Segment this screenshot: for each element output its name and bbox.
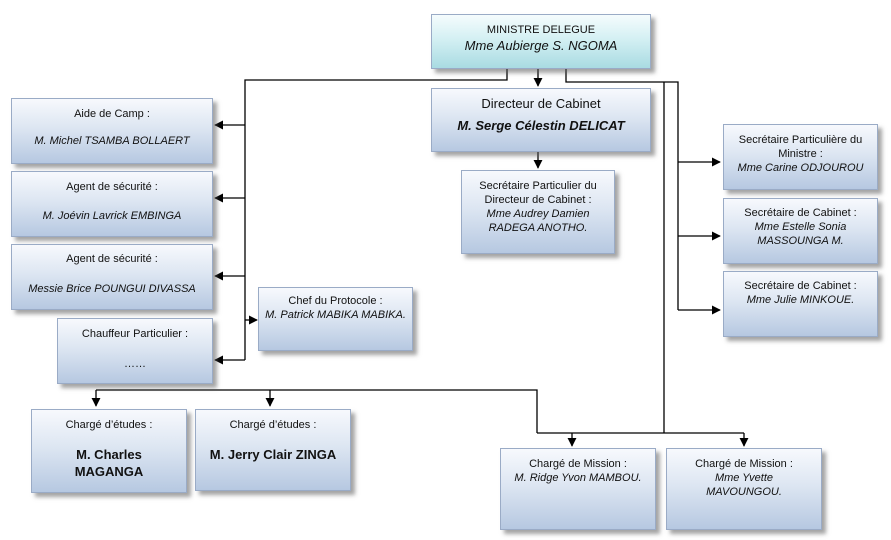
protocole-title: Chef du Protocole : xyxy=(288,295,383,307)
agent1-name: M. Joévin Lavrick EMBINGA xyxy=(42,210,182,222)
minister-title: MINISTRE DELEGUE xyxy=(486,24,596,36)
agent2-box: Agent de sécurité : Messie Brice POUNGUI… xyxy=(11,244,213,310)
agent1-box: Agent de sécurité : M. Joévin Lavrick EM… xyxy=(11,171,213,237)
sec-min-box: Secrétaire Particulière du Ministre : Mm… xyxy=(723,124,878,190)
sec-cab1-box: Secrétaire de Cabinet : Mme Estelle Soni… xyxy=(723,198,878,264)
line-minister-left-spine xyxy=(244,69,508,360)
line-etudes-branch xyxy=(96,389,538,433)
etudes2-title: Chargé d’études : xyxy=(229,419,317,431)
agent2-name: Messie Brice POUNGUI DIVASSA xyxy=(28,283,196,295)
minister-box: MINISTRE DELEGUE Mme Aubierge S. NGOMA xyxy=(431,14,651,69)
protocole-box: Chef du Protocole : M. Patrick MABIKA MA… xyxy=(258,287,413,351)
mission1-title: Chargé de Mission : xyxy=(529,458,627,470)
sec-cab1-name: Mme Estelle Sonia MASSOUNGA M. xyxy=(754,221,847,247)
etudes1-name: M. Charles MAGANGA xyxy=(74,447,144,479)
mission1-name: M. Ridge Yvon MAMBOU. xyxy=(514,472,642,484)
directeur-title: Directeur de Cabinet xyxy=(481,96,601,111)
line-minister-right-spine xyxy=(565,69,679,310)
minister-name: Mme Aubierge S. NGOMA xyxy=(464,38,618,53)
chauffeur-title: Chauffeur Particulier : xyxy=(81,328,189,340)
aide-box: Aide de Camp : M. Michel TSAMBA BOLLAERT xyxy=(11,98,213,164)
aide-title: Aide de Camp : xyxy=(74,108,150,120)
directeur-name: M. Serge Célestin DELICAT xyxy=(457,118,625,133)
sec-cab2-title: Secrétaire de Cabinet : xyxy=(744,280,857,292)
agent1-title: Agent de sécurité : xyxy=(66,181,158,193)
sec-dir-title: Secrétaire Particulier du Directeur de C… xyxy=(479,180,597,206)
etudes1-box: Chargé d’études : M. Charles MAGANGA xyxy=(31,409,187,493)
chauffeur-box: Chauffeur Particulier : …… xyxy=(57,318,213,384)
etudes2-name: M. Jerry Clair ZINGA xyxy=(209,447,337,462)
sec-dir-box: Secrétaire Particulier du Directeur de C… xyxy=(461,170,615,254)
sec-dir-name: Mme Audrey Damien RADEGA ANOTHO. xyxy=(486,208,590,234)
mission2-name: Mme Yvette MAVOUNGOU. xyxy=(706,472,782,498)
mission2-box: Chargé de Mission : Mme Yvette MAVOUNGOU… xyxy=(666,448,822,530)
sec-min-name: Mme Carine ODJOUROU xyxy=(737,162,864,174)
etudes1-title: Chargé d’études : xyxy=(65,419,153,431)
mission2-title: Chargé de Mission : xyxy=(695,458,793,470)
sec-cab1-title: Secrétaire de Cabinet : xyxy=(744,207,857,219)
etudes2-box: Chargé d’études : M. Jerry Clair ZINGA xyxy=(195,409,351,491)
sec-min-title: Secrétaire Particulière du Ministre : xyxy=(738,134,863,160)
protocole-name: M. Patrick MABIKA MABIKA. xyxy=(265,309,406,321)
sec-cab2-box: Secrétaire de Cabinet : Mme Julie MINKOU… xyxy=(723,271,878,337)
aide-name: M. Michel TSAMBA BOLLAERT xyxy=(34,135,190,147)
mission1-box: Chargé de Mission : M. Ridge Yvon MAMBOU… xyxy=(500,448,656,530)
sec-cab2-name: Mme Julie MINKOUE. xyxy=(746,294,855,306)
agent2-title: Agent de sécurité : xyxy=(66,253,158,265)
chauffeur-name: …… xyxy=(124,358,146,370)
directeur-box: Directeur de Cabinet M. Serge Célestin D… xyxy=(431,88,651,152)
